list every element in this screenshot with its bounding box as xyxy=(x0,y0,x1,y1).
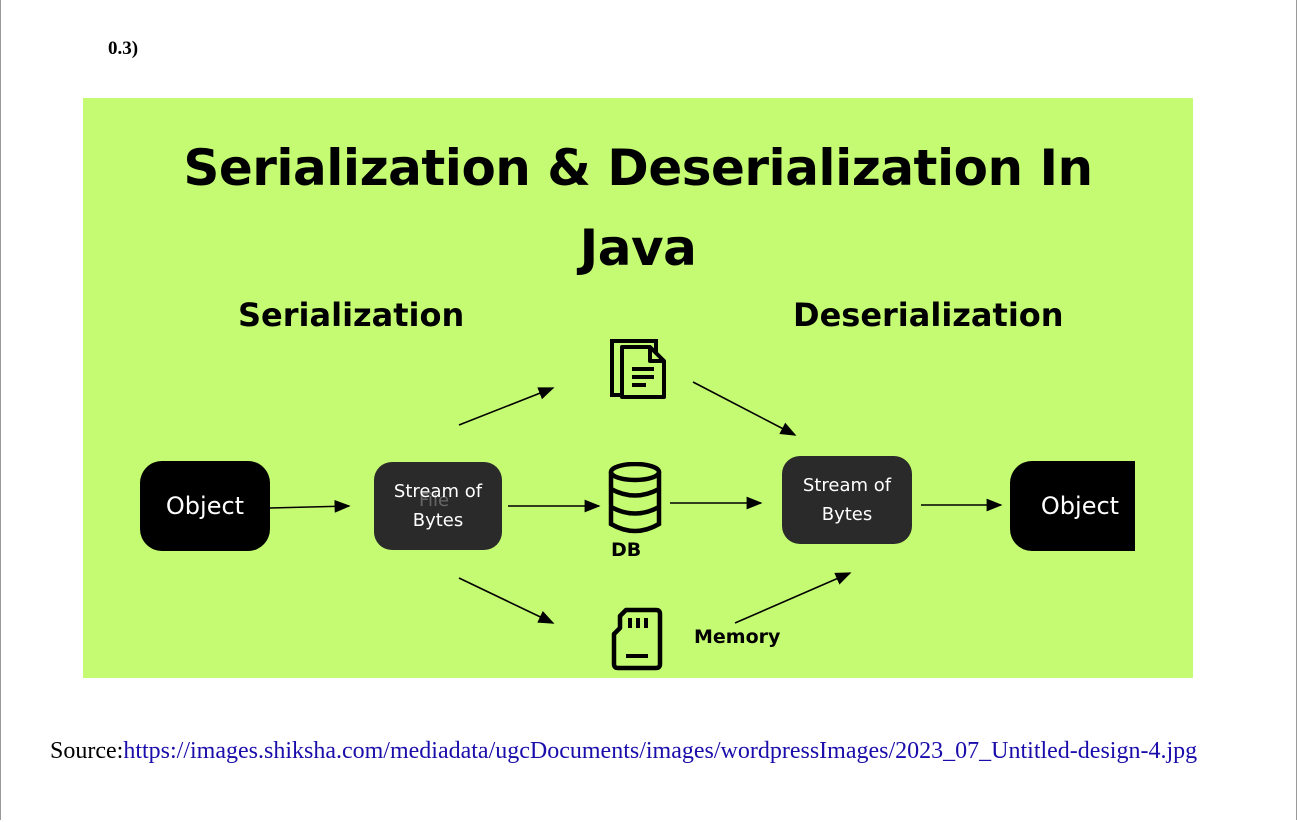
serialization-heading: Serialization xyxy=(238,296,465,334)
db-label: DB xyxy=(611,539,642,561)
arrow-stream-to-memory xyxy=(458,577,555,624)
left-stream-line2: Bytes xyxy=(412,510,464,531)
source-link[interactable]: https://images.shiksha.com/mediadata/ugc… xyxy=(123,738,1198,764)
right-object-box: Object xyxy=(1010,461,1150,551)
right-object-clip xyxy=(1135,458,1193,554)
database-icon xyxy=(608,462,662,534)
left-stream-box: Stream of Bytes xyxy=(374,462,502,550)
section-number: 0.3) xyxy=(108,38,139,59)
flow-arrows xyxy=(269,381,1003,624)
source-prefix: Source: xyxy=(50,738,124,764)
file-icon xyxy=(610,339,666,399)
arrow-memory-to-stream xyxy=(734,572,852,624)
right-stream-line2: Bytes xyxy=(821,504,873,525)
figure-title-line2: Java xyxy=(579,219,697,277)
file-overlap-label: File xyxy=(419,490,450,511)
source-citation: Source:https://images.shiksha.com/mediad… xyxy=(50,732,1265,770)
arrow-object-to-stream xyxy=(269,499,351,513)
serialization-figure: Serialization & Deserialization In Java … xyxy=(83,98,1193,678)
memory-card-icon xyxy=(611,607,663,671)
memory-label: Memory xyxy=(694,626,781,648)
right-stream-line1: Stream of xyxy=(802,475,892,496)
deserialization-heading: Deserialization xyxy=(793,296,1064,334)
left-stream-line1: Stream of xyxy=(393,481,483,502)
arrow-file-to-stream xyxy=(692,381,797,436)
left-object-box: Object xyxy=(140,461,270,551)
arrow-stream-to-file xyxy=(458,387,555,426)
right-stream-box: Stream of Bytes xyxy=(782,456,912,544)
left-object-label: Object xyxy=(165,492,245,520)
figure-title-line1: Serialization & Deserialization In xyxy=(183,139,1093,197)
right-object-label: Object xyxy=(1040,492,1120,520)
